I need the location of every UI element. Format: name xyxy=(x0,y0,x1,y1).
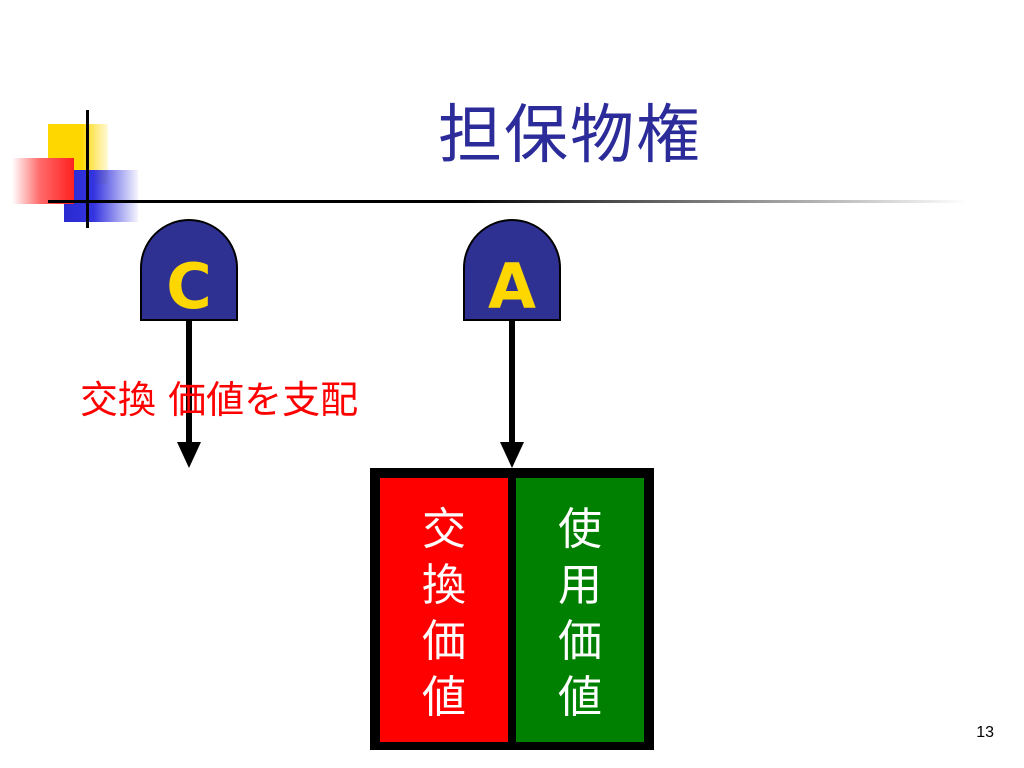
use-value-char: 使 xyxy=(558,504,602,555)
node-c-label: C xyxy=(166,250,212,323)
value-box: 交 換 価 値 使 用 価 値 xyxy=(370,468,654,750)
arrow-from-a xyxy=(500,320,524,468)
use-value-char: 価 xyxy=(558,616,602,667)
exchange-value-char: 交 xyxy=(422,504,466,555)
slide-title: 担保物権 xyxy=(438,99,702,173)
node-c-badge: C xyxy=(140,219,238,323)
use-value-cell: 使 用 価 値 xyxy=(516,478,644,742)
title-underline xyxy=(48,200,968,203)
exchange-value-char: 値 xyxy=(422,672,466,723)
exchange-value-char: 換 xyxy=(422,560,466,611)
exchange-value-cell: 交 換 価 値 xyxy=(380,478,508,742)
page-number: 13 xyxy=(976,724,994,741)
arrow-c-head xyxy=(177,442,201,468)
arrow-a-head xyxy=(500,442,524,468)
node-a-shape xyxy=(463,219,561,321)
node-c-shape xyxy=(140,219,238,321)
decor-vertical-line xyxy=(86,110,89,228)
decor-blue-square xyxy=(64,170,138,222)
use-value-char: 用 xyxy=(558,560,602,611)
node-a-badge: A xyxy=(463,219,561,323)
decor-red-square xyxy=(12,158,74,204)
exchange-value-char: 価 xyxy=(422,616,466,667)
arrow-from-c xyxy=(177,320,201,468)
edge-label-exchange-value: 交換 価値を支配 xyxy=(80,378,359,422)
use-value-char: 値 xyxy=(558,672,602,723)
node-a-label: A xyxy=(488,250,536,323)
